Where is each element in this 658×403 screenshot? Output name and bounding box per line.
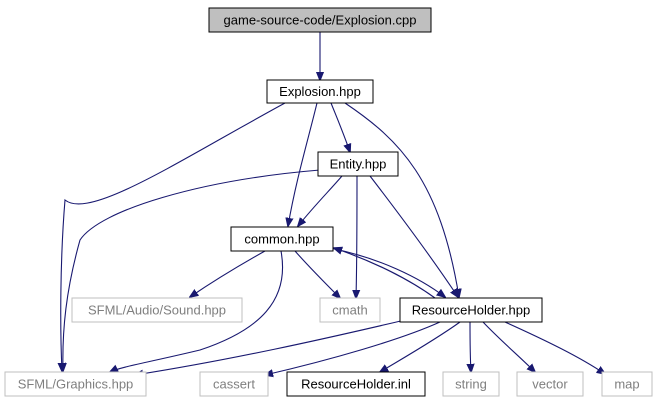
node-box	[4, 371, 147, 397]
node-label: ResourceHolder.inl	[301, 377, 411, 392]
node-label: Explosion.hpp	[279, 84, 361, 99]
node-label: cmath	[332, 303, 367, 318]
edge-resourceholder-hpp-to-map	[504, 321, 605, 374]
node-label: game-source-code/Explosion.cpp	[224, 13, 417, 28]
node-box	[317, 151, 399, 177]
node-box	[286, 371, 426, 397]
node-box	[319, 297, 381, 323]
node-box	[601, 371, 653, 397]
node-entity-hpp[interactable]: Entity.hpp	[317, 151, 399, 177]
node-box	[71, 297, 243, 323]
node-label: Entity.hpp	[330, 157, 387, 172]
edge-common-hpp-to-sfml-audio-sound	[190, 250, 266, 297]
node-string: string	[442, 371, 500, 397]
node-explosion-cpp: game-source-code/Explosion.cpp	[208, 7, 432, 33]
node-layer: game-source-code/Explosion.cpp Explosion…	[4, 7, 653, 397]
node-label: common.hpp	[244, 232, 319, 247]
node-label: vector	[532, 377, 568, 392]
node-label: SFML/Graphics.hpp	[18, 377, 134, 392]
edge-layer	[61, 32, 605, 375]
edge-entity-hpp-to-resourceholder-hpp	[369, 175, 458, 297]
edge-common-hpp-to-sfml-graphics	[110, 250, 283, 372]
node-cassert: cassert	[199, 371, 269, 397]
edge-explosion-hpp-to-sfml-graphics	[61, 102, 286, 371]
node-box	[399, 297, 543, 323]
edge-resourceholder-hpp-to-sfml-graphics	[135, 319, 406, 375]
node-resourceholder-hpp[interactable]: ResourceHolder.hpp	[399, 297, 543, 323]
edge-explosion-hpp-to-entity-hpp	[330, 102, 350, 152]
node-label: SFML/Audio/Sound.hpp	[88, 303, 226, 318]
node-explosion-hpp[interactable]: Explosion.hpp	[266, 79, 374, 104]
node-map: map	[601, 371, 653, 397]
node-common-hpp[interactable]: common.hpp	[230, 226, 334, 252]
edge-resourceholder-hpp-to-common-hpp	[334, 248, 436, 299]
edge-common-hpp-to-resourceholder-hpp	[329, 247, 445, 297]
node-sfml-audio-sound: SFML/Audio/Sound.hpp	[71, 297, 243, 323]
edge-resourceholder-hpp-to-vector	[482, 321, 535, 372]
node-label: map	[614, 377, 639, 392]
node-label: cassert	[213, 377, 255, 392]
node-box	[208, 7, 432, 33]
edge-explosion-hpp-to-resourceholder-hpp	[344, 102, 459, 297]
node-box	[516, 371, 584, 397]
node-cmath: cmath	[319, 297, 381, 323]
node-resourceholder-inl[interactable]: ResourceHolder.inl	[286, 371, 426, 397]
node-box	[199, 371, 269, 397]
node-vector: vector	[516, 371, 584, 397]
node-box	[266, 79, 374, 104]
edge-resourceholder-hpp-to-cassert	[265, 321, 441, 375]
node-box	[230, 226, 334, 252]
edge-resourceholder-hpp-to-string	[470, 321, 471, 372]
edge-explosion-hpp-to-common-hpp	[288, 102, 318, 226]
node-sfml-graphics: SFML/Graphics.hpp	[4, 371, 147, 397]
edge-entity-hpp-to-common-hpp	[298, 175, 343, 226]
edge-entity-hpp-to-cmath	[356, 175, 357, 298]
node-label: string	[455, 377, 487, 392]
edge-common-hpp-to-cmath	[294, 250, 340, 298]
node-label: ResourceHolder.hpp	[412, 303, 531, 318]
edge-resourceholder-hpp-to-resourceholder-inl	[380, 321, 461, 372]
edge-entity-hpp-to-sfml-graphics	[63, 169, 321, 371]
node-box	[442, 371, 500, 397]
